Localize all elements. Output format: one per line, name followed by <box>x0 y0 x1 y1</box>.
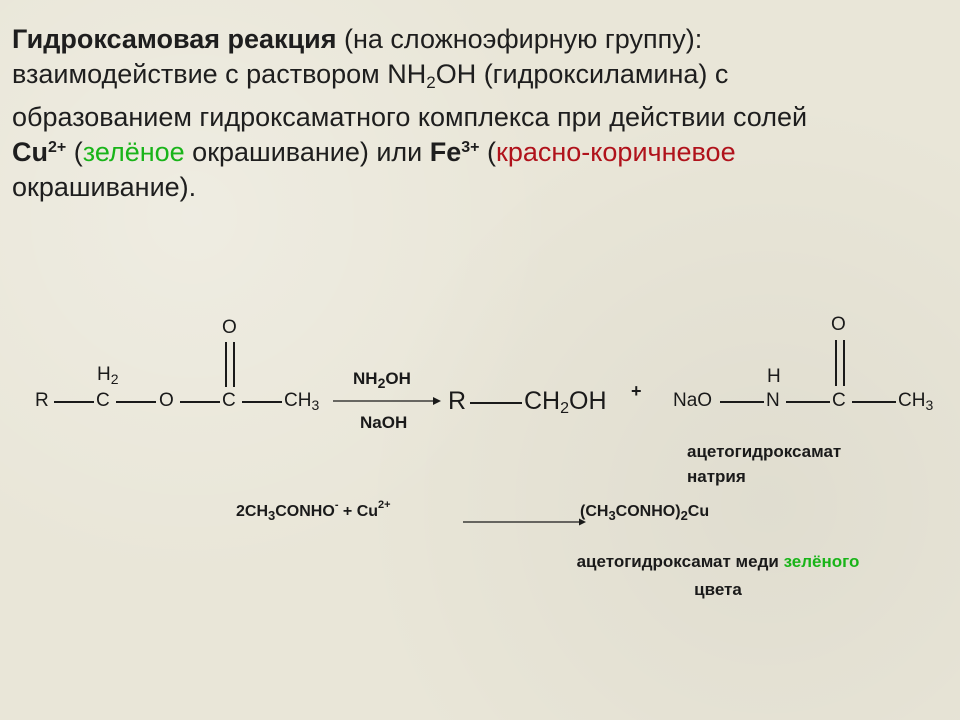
bond-C-CH3 <box>242 401 282 403</box>
hydroxamate-N: N <box>766 390 780 411</box>
bond-R-CH2OH <box>470 402 522 404</box>
ester-O: O <box>159 390 174 411</box>
bond-N-C <box>786 401 830 403</box>
cu-ion: Cu <box>12 137 48 167</box>
ester-CH3: CH3 <box>284 390 320 413</box>
bond-O-N <box>720 401 764 403</box>
double-bond-3 <box>835 340 837 386</box>
reagent-naoh: NaOH <box>360 413 408 432</box>
ester-R: R <box>35 390 49 411</box>
hydroxamate-NaO: NaO <box>673 390 713 411</box>
equation-right: (CH3CONHO)2Cu <box>580 503 710 523</box>
hydroxamate-C: C <box>832 390 846 411</box>
red-text: красно-коричневое <box>496 137 736 167</box>
arrow-icon <box>333 397 441 405</box>
copper-complex-name: ацетогидроксамат меди зелёного цвета <box>576 552 860 599</box>
hydroxamate-name: ацетогидроксамат натрия <box>687 442 842 486</box>
hydroxamate-H: H <box>767 366 781 387</box>
equation-left: 2CH3CONHO- + Cu2+ <box>236 499 391 523</box>
plus-sign: + <box>631 381 642 401</box>
fe-ion: Fe <box>429 137 462 167</box>
reagent-nh2oh: NH2OH <box>353 369 411 391</box>
hydroxamate-CH3: CH3 <box>898 390 934 413</box>
arrow-icon <box>463 518 586 526</box>
bond-C-O <box>116 401 156 403</box>
bond-C-CH3-2 <box>852 401 896 403</box>
hydroxamate-O: O <box>831 314 846 335</box>
bond-R-C <box>54 401 94 403</box>
double-bond-4 <box>843 340 845 386</box>
description-paragraph: Гидроксамовая реакция (на сложноэфирную … <box>12 24 808 202</box>
product-R: R <box>448 387 467 415</box>
ester-carbonyl-O: O <box>222 317 237 338</box>
ester-carbonyl-C: C <box>222 390 236 411</box>
green-word: зелёное <box>82 137 185 167</box>
double-bond-1 <box>225 342 227 387</box>
ester-H2: H2 <box>97 364 119 387</box>
reaction-title: Гидроксамовая реакция <box>12 24 337 54</box>
ester-C: C <box>96 390 110 411</box>
double-bond-2 <box>233 342 235 387</box>
bond-O-C <box>180 401 220 403</box>
product-CH2OH: CH2OH <box>524 387 607 417</box>
